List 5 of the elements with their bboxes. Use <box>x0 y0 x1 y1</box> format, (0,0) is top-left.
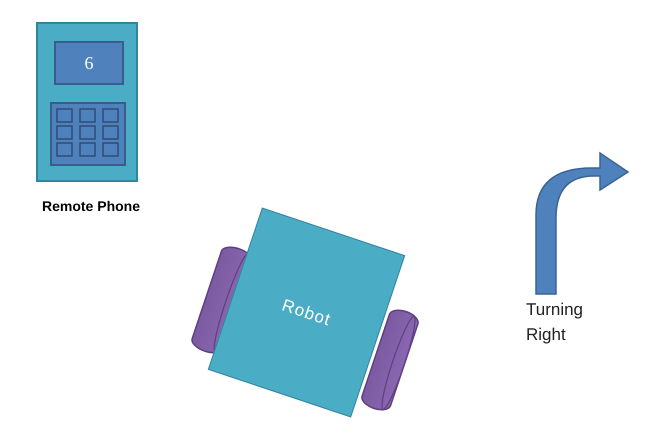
robot-label: Robot <box>279 295 334 330</box>
phone-caption: Remote Phone <box>42 197 142 216</box>
phone-screen <box>54 41 124 85</box>
direction-label: Turning Right <box>526 299 584 346</box>
screen-digit: 6 <box>84 52 94 74</box>
